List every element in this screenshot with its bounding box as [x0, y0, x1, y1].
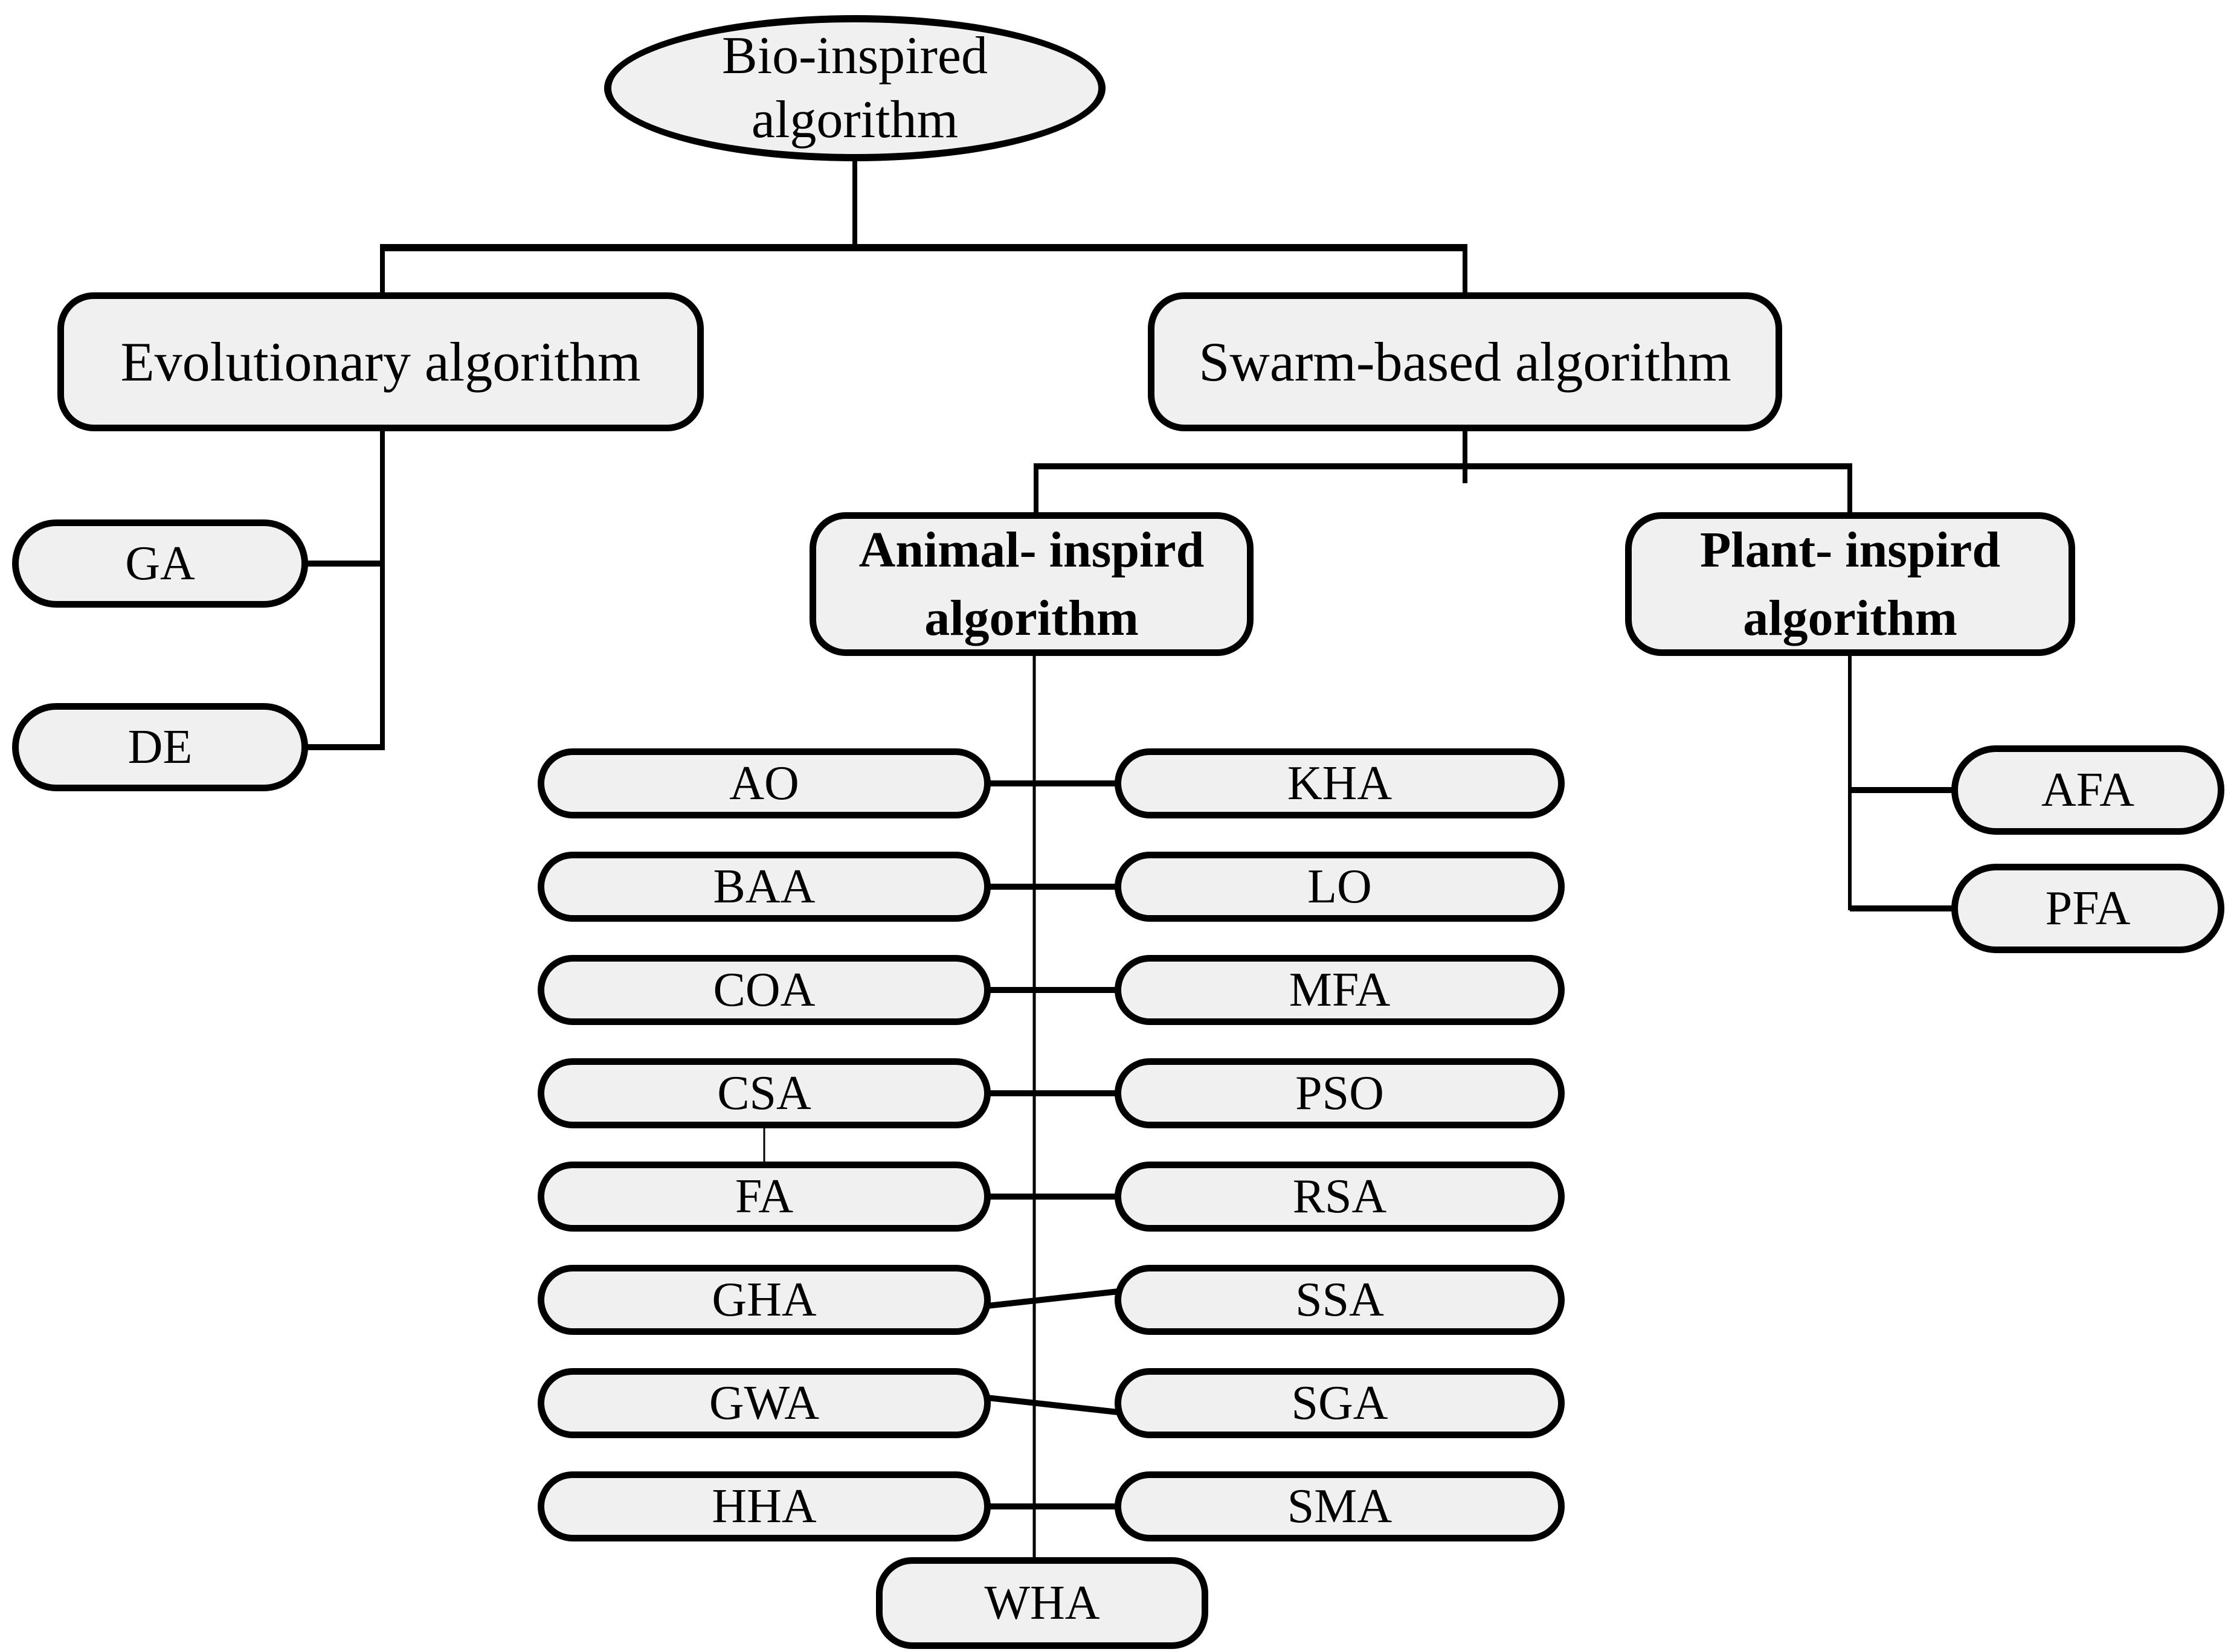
- node-label: HHA: [712, 1480, 817, 1533]
- node-label: BAA: [713, 860, 816, 913]
- edge-row-gwa-sga: [987, 1395, 1119, 1415]
- node-label: algorithm: [924, 590, 1139, 646]
- node-label: AO: [729, 757, 799, 810]
- node-label: Bio-inspired: [722, 27, 988, 86]
- node-swarm-based-algorithm: Swarm-based algorithm: [1148, 292, 1782, 431]
- node-label: DE: [127, 721, 193, 774]
- node-fa: FA: [538, 1162, 991, 1232]
- edge-row-gha-ssa: [987, 1288, 1119, 1309]
- node-label: Swarm-based algorithm: [1199, 330, 1731, 393]
- node-label: KHA: [1287, 757, 1392, 810]
- node-label: FA: [735, 1170, 794, 1223]
- node-label: GHA: [712, 1273, 817, 1326]
- node-evolutionary-algorithm: Evolutionary algorithm: [57, 292, 704, 431]
- node-ga: GA: [12, 519, 308, 608]
- node-sga: SGA: [1115, 1368, 1565, 1438]
- node-label: LO: [1307, 860, 1372, 913]
- node-de: DE: [12, 703, 308, 791]
- node-label: SSA: [1295, 1273, 1384, 1326]
- node-label: MFA: [1289, 963, 1391, 1017]
- node-label: PFA: [2045, 882, 2131, 935]
- node-label: COA: [713, 963, 816, 1017]
- node-pfa: PFA: [1951, 864, 2224, 953]
- node-mfa: MFA: [1115, 955, 1565, 1025]
- node-kha: KHA: [1115, 748, 1565, 818]
- node-label: AFA: [2041, 763, 2135, 817]
- node-label: Plant- inspird: [1699, 521, 2001, 578]
- node-label: PSO: [1295, 1067, 1384, 1120]
- node-label: Animal- inspird: [858, 521, 1205, 578]
- node-label: SGA: [1291, 1377, 1388, 1430]
- node-ssa: SSA: [1115, 1265, 1565, 1335]
- node-lo: LO: [1115, 852, 1565, 922]
- node-coa: COA: [538, 955, 991, 1025]
- node-rsa: RSA: [1115, 1162, 1565, 1232]
- node-baa: BAA: [538, 852, 991, 922]
- node-hha: HHA: [538, 1471, 991, 1541]
- node-wha: WHA: [876, 1557, 1208, 1649]
- node-label: GWA: [709, 1377, 820, 1430]
- node-animal-inspired-algorithm: Animal- inspird algorithm: [810, 512, 1254, 656]
- node-label: algorithm: [751, 91, 959, 149]
- node-bio-inspired-algorithm: Bio-inspired algorithm: [604, 15, 1106, 161]
- node-label: algorithm: [1743, 590, 1957, 646]
- node-csa: CSA: [538, 1058, 991, 1128]
- node-gwa: GWA: [538, 1368, 991, 1438]
- node-label: SMA: [1287, 1480, 1392, 1533]
- node-label: Evolutionary algorithm: [120, 330, 641, 393]
- node-label: RSA: [1292, 1170, 1387, 1223]
- node-label: WHA: [984, 1576, 1100, 1630]
- node-label: GA: [125, 537, 195, 590]
- node-afa: AFA: [1951, 745, 2224, 835]
- node-ao: AO: [538, 748, 991, 818]
- node-pso: PSO: [1115, 1058, 1565, 1128]
- node-sma: SMA: [1115, 1471, 1565, 1541]
- node-gha: GHA: [538, 1265, 991, 1335]
- node-label: CSA: [717, 1067, 811, 1120]
- node-plant-inspired-algorithm: Plant- inspird algorithm: [1625, 512, 2075, 656]
